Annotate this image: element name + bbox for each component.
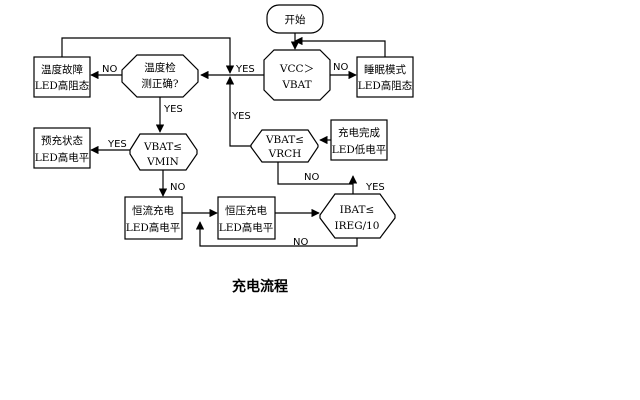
ibat-check-node xyxy=(319,193,396,239)
label-vcc-no: NO xyxy=(333,62,348,73)
vmin-check-node xyxy=(129,133,198,171)
temp-check-node xyxy=(121,54,199,98)
ibat-check-line2: IREG/10 xyxy=(334,220,379,232)
charge-done-line2: LED低电平 xyxy=(332,143,387,156)
cv-charge-node xyxy=(217,196,276,240)
vcc-check-line1: VCC＞ xyxy=(279,63,314,75)
edge-ibat-no xyxy=(195,221,358,247)
ibat-check-line1: IBAT≤ xyxy=(340,204,375,216)
vmin-check-line1: VBAT≤ xyxy=(143,141,182,153)
label-vmin-no: NO xyxy=(170,182,185,193)
label-temp-no: NO xyxy=(102,64,117,75)
cv-charge-line1: 恒压充电 xyxy=(225,204,267,217)
start-label: 开始 xyxy=(285,13,306,26)
vcc-check-node xyxy=(263,49,331,101)
cc-charge-line2: LED高电平 xyxy=(126,221,181,234)
vrch-check-node xyxy=(250,129,319,163)
label-vmin-yes: YES xyxy=(107,139,127,150)
temp-check-line1: 温度检 xyxy=(144,61,176,74)
label-temp-yes: YES xyxy=(163,104,183,115)
charge-done-line1: 充电完成 xyxy=(338,126,380,139)
edge-sleep-loop xyxy=(294,36,386,57)
cc-charge-line1: 恒流充电 xyxy=(132,204,174,217)
temp-fault-line1: 温度故障 xyxy=(41,63,83,76)
edge-vrch-yes xyxy=(225,76,251,147)
temp-fault-line2: LED高阻态 xyxy=(35,79,90,92)
vrch-check-line2: VRCH xyxy=(268,148,302,160)
sleep-line1: 睡眠模式 xyxy=(364,63,406,76)
precharge-line2: LED高电平 xyxy=(35,151,90,164)
label-ibat-yes: YES xyxy=(365,182,385,193)
edge-vrch-no xyxy=(277,162,353,185)
figure-caption: 充电流程 xyxy=(232,279,288,295)
sleep-line2: LED高阻态 xyxy=(358,79,413,92)
cc-charge-node xyxy=(124,196,183,240)
edge-temp-fault-loop xyxy=(61,37,235,74)
label-vrch-no: NO xyxy=(304,172,319,183)
vmin-check-line2: VMIN xyxy=(146,156,179,168)
temp-check-line2: 测正确? xyxy=(141,77,178,90)
sleep-node xyxy=(356,56,414,98)
label-vcc-yes: YES xyxy=(235,64,255,75)
vcc-check-line2: VBAT xyxy=(281,79,311,91)
label-vrch-yes: YES xyxy=(231,111,251,122)
precharge-line1: 预充状态 xyxy=(41,134,83,147)
label-ibat-no: NO xyxy=(293,237,308,248)
vrch-check-line1: VBAT≤ xyxy=(265,134,304,146)
precharge-node xyxy=(33,127,91,169)
cv-charge-line2: LED高电平 xyxy=(219,221,274,234)
